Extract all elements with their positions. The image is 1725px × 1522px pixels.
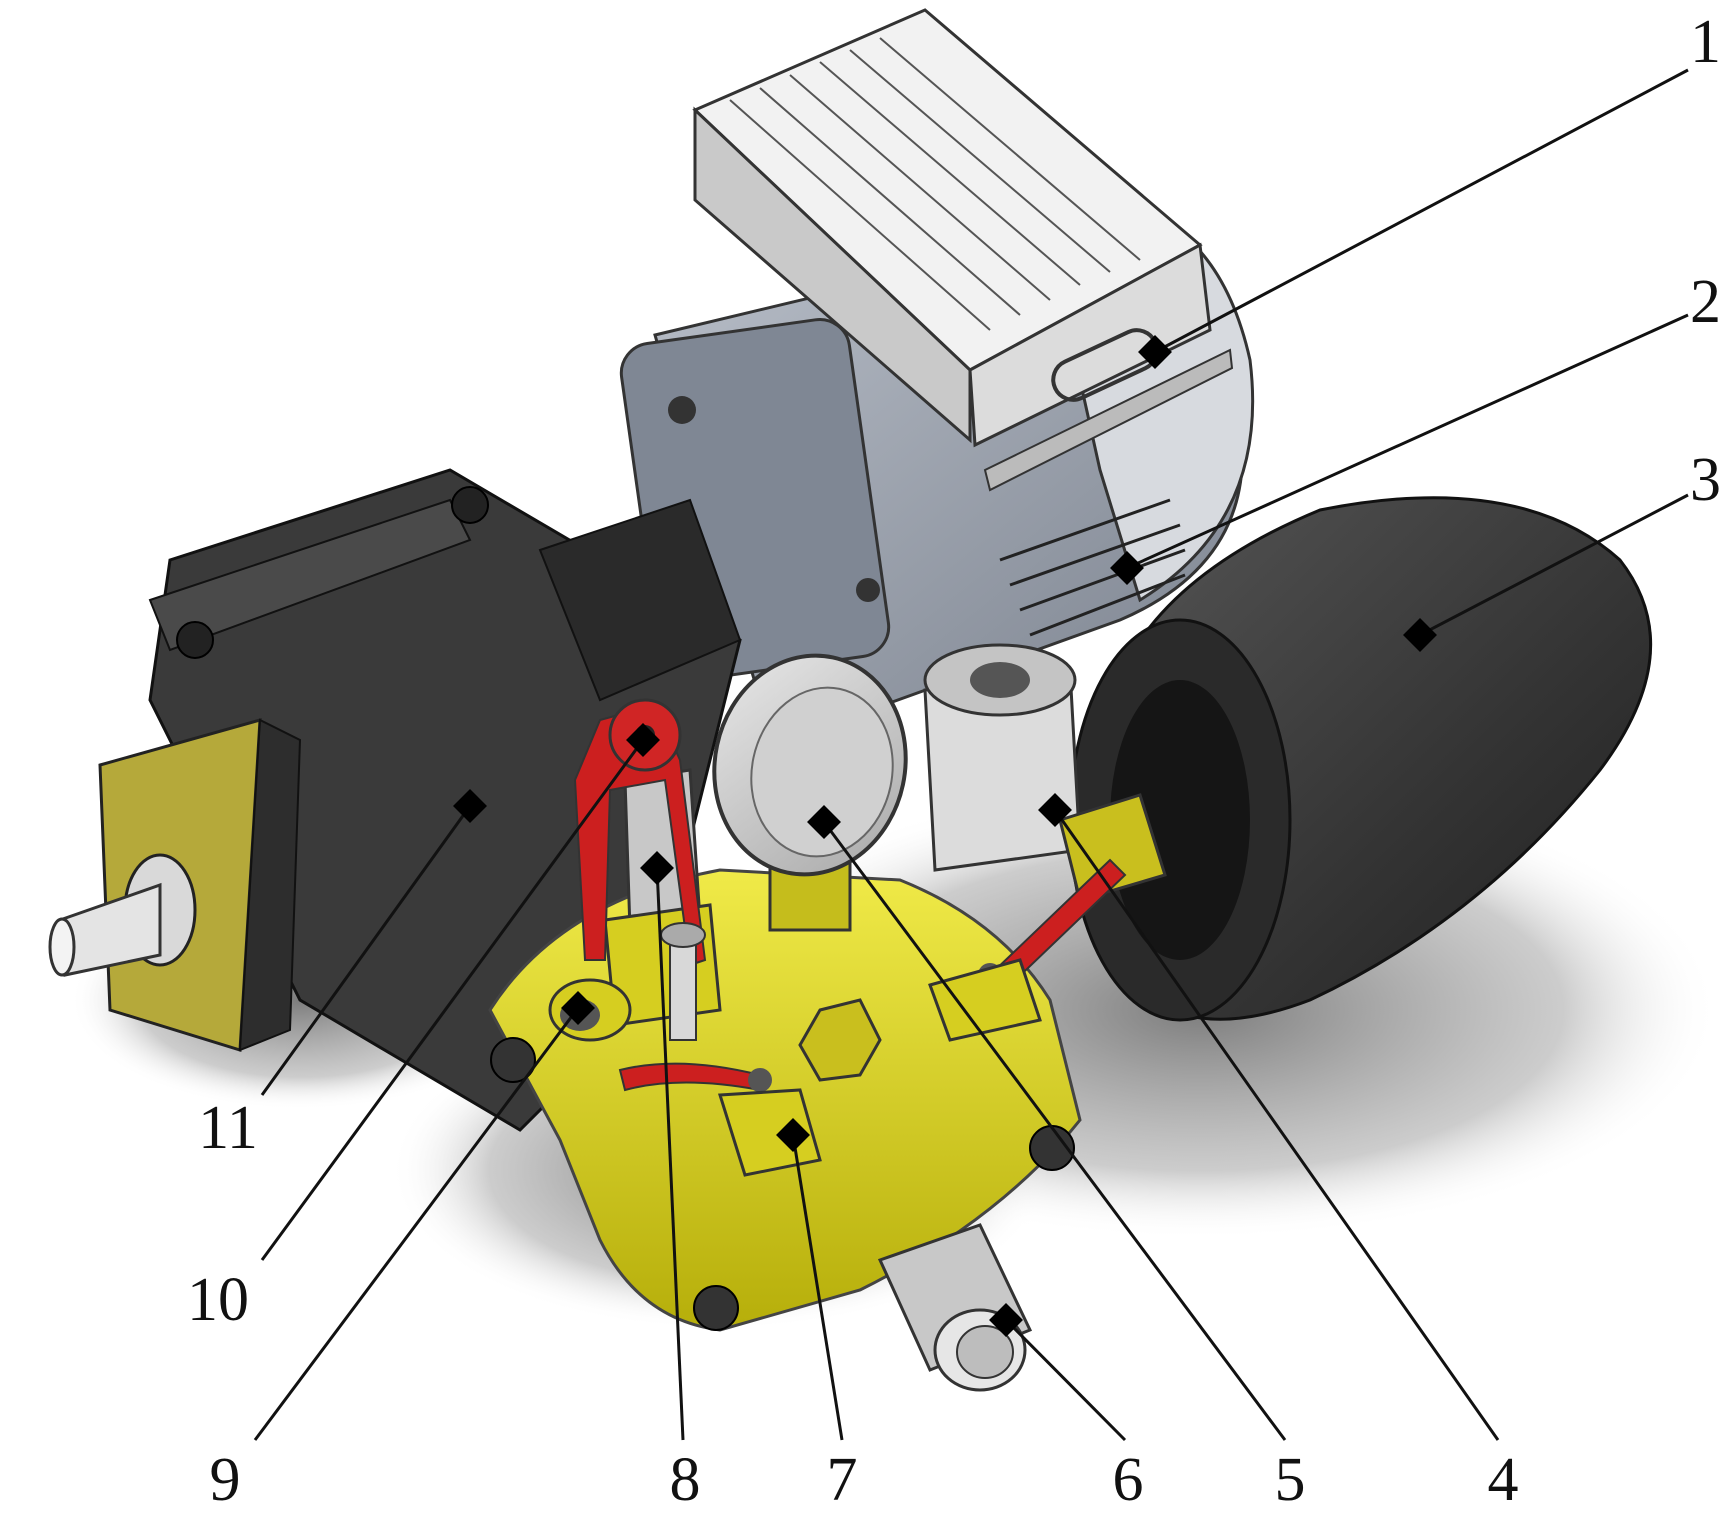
callout-label-7: 7 (827, 1446, 858, 1514)
callout-label-5: 5 (1275, 1446, 1306, 1514)
marker-7 (776, 1118, 810, 1152)
leader-line-4 (1053, 809, 1500, 1441)
manifold-bolt (693, 1285, 739, 1331)
marker-2 (1110, 551, 1144, 585)
flange-bolt (856, 578, 880, 602)
callout-label-9: 9 (210, 1446, 241, 1514)
motor-cooling-fins (999, 498, 1186, 637)
center-plug (798, 998, 882, 1082)
callout-label-8: 8 (670, 1446, 701, 1514)
marker-1 (1138, 335, 1172, 369)
leader-lines (253, 68, 1689, 1442)
leader-line-6 (1004, 1318, 1127, 1442)
manifold-bolt (490, 1037, 536, 1083)
marker-4 (1038, 793, 1072, 827)
leader-line-10 (260, 739, 645, 1261)
terminal-box (692, 8, 1234, 492)
marker-8 (640, 851, 674, 885)
leader-line-3 (1419, 493, 1689, 637)
gearbox-flange-plate (98, 717, 302, 1052)
marker-11 (453, 789, 487, 823)
leader-line-7 (791, 1134, 844, 1441)
flange-bolt (668, 396, 696, 424)
filter-housing (923, 643, 1082, 872)
inlet-fitting (1058, 793, 1167, 902)
terminal-box-fins (729, 37, 1141, 331)
callout-label-1: 1 (1690, 8, 1721, 76)
callout-label-2: 2 (1690, 268, 1721, 336)
input-shaft (48, 882, 162, 977)
marker-10 (626, 723, 660, 757)
pressure-gauge (712, 653, 908, 932)
leader-line-1 (1154, 68, 1689, 354)
callout-label-6: 6 (1113, 1446, 1144, 1514)
callout-markers (453, 335, 1437, 1337)
callout-label-10: 10 (187, 1266, 249, 1334)
callout-label-11: 11 (198, 1094, 258, 1162)
sight-glass (660, 922, 706, 1041)
marker-3 (1403, 618, 1437, 652)
gearbox-bolt (176, 621, 214, 659)
marker-6 (989, 1303, 1023, 1337)
leader-line-2 (1126, 313, 1689, 570)
leader-line-11 (260, 805, 472, 1096)
marker-9 (561, 991, 595, 1025)
pressure-accumulator (1068, 496, 1653, 1022)
gearbox-bolt (451, 486, 489, 524)
leader-line-9 (253, 1007, 580, 1441)
ball-valve-right (928, 858, 1127, 1042)
callout-labels: 1 2 3 4 5 6 7 8 9 10 11 (187, 8, 1721, 1514)
leader-line-8 (655, 867, 685, 1441)
leader-line-5 (822, 821, 1287, 1441)
callout-label-4: 4 (1488, 1446, 1519, 1514)
marker-5 (807, 805, 841, 839)
callout-label-3: 3 (1690, 446, 1721, 514)
